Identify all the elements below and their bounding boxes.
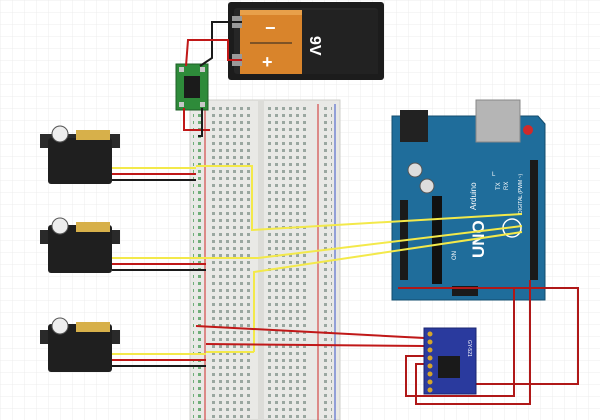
breadboard	[189, 99, 341, 420]
sensor-label: GY-521	[466, 340, 472, 357]
servo-label-strip	[76, 322, 110, 332]
battery-minus-sign: −	[265, 18, 276, 38]
servo-horn	[51, 125, 69, 143]
voltage-regulator-module	[175, 63, 209, 111]
terminal-strip-right	[268, 104, 310, 420]
signal-wires	[196, 165, 523, 353]
tx-label: TX	[496, 182, 502, 190]
battery-cell	[240, 10, 302, 74]
servo-label-strip	[76, 130, 110, 140]
servo-3	[40, 317, 120, 372]
servo-body	[48, 324, 112, 372]
power-rail-left	[193, 104, 203, 420]
battery-plus-sign: +	[262, 52, 273, 72]
digital-header	[530, 160, 538, 280]
terminal-strip-left	[212, 104, 252, 420]
servo-label-strip	[76, 222, 110, 232]
arduino-uno-board: UNO Arduino ON DIGITAL (PWM ~) TX RX L	[391, 99, 546, 301]
microcontroller-chip	[432, 196, 442, 284]
battery-voltage-label: 9V	[306, 36, 323, 56]
power-and-i2c-wires	[195, 280, 579, 405]
sensor-pins	[427, 331, 433, 393]
reset-button	[523, 125, 533, 135]
servo-body	[48, 225, 112, 273]
battery-wires	[183, 21, 242, 137]
power-jack	[400, 110, 428, 142]
servo-leads	[112, 167, 206, 367]
servo-horn	[51, 317, 69, 335]
rx-label: RX	[504, 182, 510, 190]
servo-horn	[51, 217, 69, 235]
battery-9v: − + 9V	[228, 2, 384, 80]
usb-port	[475, 99, 521, 143]
on-label: ON	[452, 251, 458, 260]
digital-label: DIGITAL (PWM ~)	[518, 174, 524, 214]
servo-body	[48, 138, 112, 184]
sensor-chip	[438, 356, 460, 378]
brand-label: Arduino	[469, 182, 478, 210]
l-label: L	[492, 172, 496, 178]
servo-2	[40, 217, 120, 273]
servo-1	[40, 125, 120, 184]
gy521-sensor-module: GY-521	[423, 327, 477, 395]
